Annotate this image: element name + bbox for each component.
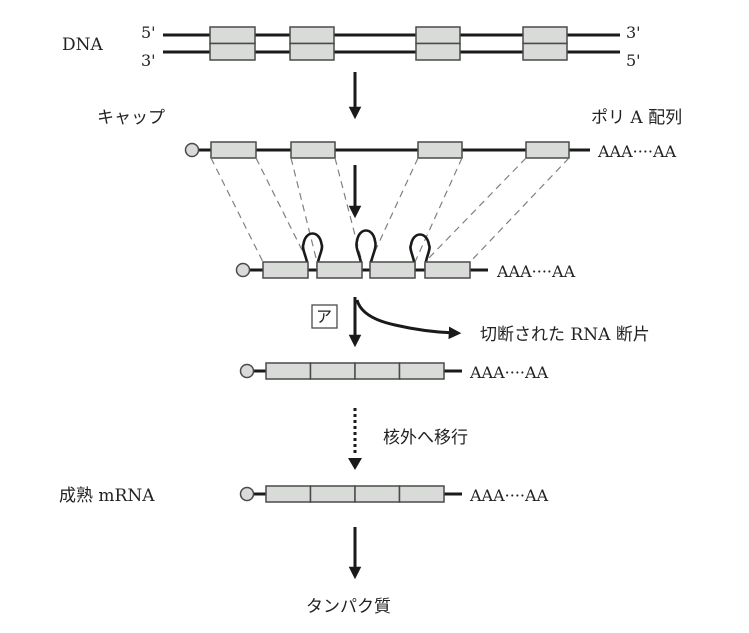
mature-mrna-exons xyxy=(265,485,445,503)
mature-mrna-segment-4 xyxy=(398,485,445,503)
protein-label: タンパク質 xyxy=(306,597,391,617)
spliced-mrna-exons xyxy=(265,362,445,380)
step-a-section: ア 切断された RNA 断片 xyxy=(311,297,650,348)
spliced-mrna-segment-4 xyxy=(398,362,445,380)
mature-mrna-section: 成熟 mRNA AAA····AA xyxy=(59,485,549,506)
dna-bottom-left-end-label: 3' xyxy=(141,51,156,70)
splicing-exon-3 xyxy=(369,261,416,279)
mapping-line-right-1 xyxy=(255,157,309,263)
splicing-exon-1 xyxy=(262,261,309,279)
spliced-mrna-segment-3 xyxy=(354,362,401,380)
intron-loop-1 xyxy=(301,232,324,273)
pre-mrna-exons xyxy=(210,141,570,159)
intron-loops xyxy=(301,229,431,273)
splicing-polya-tail: AAA····AA xyxy=(496,262,576,281)
mature-mrna-label: 成熟 mRNA xyxy=(59,485,155,506)
step-a-label: ア xyxy=(316,307,332,326)
mature-mrna-polya-tail: AAA····AA xyxy=(469,486,549,505)
pre-mrna-exon-3 xyxy=(417,141,463,159)
splicing-cap-icon xyxy=(235,262,251,278)
dna-exon-top-4 xyxy=(522,26,568,45)
dna-bottom-right-end-label: 5' xyxy=(626,51,641,70)
splicing-exon-2 xyxy=(316,261,363,279)
dna-exon-bottom-4 xyxy=(522,42,568,61)
export-label: 核外へ移行 xyxy=(383,428,468,448)
pre-mrna-section: キャップ ポリ A 配列 AAA····AA xyxy=(97,108,682,161)
pre-mrna-polya-tail: AAA····AA xyxy=(597,142,677,161)
pre-mrna-exon-2 xyxy=(290,141,336,159)
exon-mapping-lines xyxy=(210,157,570,263)
mapping-line-left-4 xyxy=(424,157,527,263)
dna-exons xyxy=(209,26,568,61)
dna-label: DNA xyxy=(62,35,104,55)
mapping-line-left-1 xyxy=(210,157,264,263)
mature-mrna-cap-icon xyxy=(239,486,255,502)
dna-top-left-end-label: 5' xyxy=(141,23,156,42)
dna-exon-bottom-2 xyxy=(289,42,335,61)
spliced-mrna-segment-2 xyxy=(309,362,356,380)
mapping-line-left-2 xyxy=(290,157,318,263)
export-arrow-head xyxy=(348,458,362,470)
dna-exon-bottom-1 xyxy=(209,42,256,61)
intron-loop-3 xyxy=(409,233,431,273)
dna-exon-top-2 xyxy=(289,26,335,45)
mapping-line-right-3 xyxy=(414,157,463,263)
dna-top-right-end-label: 3' xyxy=(626,23,641,42)
spliced-mrna-cap-icon xyxy=(239,363,255,379)
pre-mrna-exon-4 xyxy=(525,141,570,159)
mapping-line-right-4 xyxy=(469,157,570,263)
excised-fragment-label: 切断された RNA 断片 xyxy=(480,325,650,345)
spliced-mrna-segment-1 xyxy=(265,362,312,380)
dna-exon-bottom-3 xyxy=(415,42,461,61)
step-a-box xyxy=(311,304,338,329)
dna-section: DNA 5' 3' 3' 5' xyxy=(62,23,641,70)
cap-label: キャップ xyxy=(97,108,165,128)
spliced-mrna-polya-tail: AAA····AA xyxy=(469,363,549,382)
mature-mrna-segment-2 xyxy=(309,485,356,503)
pre-mrna-exon-1 xyxy=(210,141,257,159)
pre-mrna-cap-icon xyxy=(184,142,200,158)
mature-mrna-segment-1 xyxy=(265,485,312,503)
dna-exon-top-3 xyxy=(415,26,461,45)
splicing-exons xyxy=(262,261,471,279)
excised-fragment-arrow xyxy=(355,299,462,340)
mature-mrna-segment-3 xyxy=(354,485,401,503)
polya-label: ポリ A 配列 xyxy=(591,108,682,128)
splicing-exon-4 xyxy=(424,261,471,279)
dna-exon-top-1 xyxy=(209,26,256,45)
splicing-section: AAA····AA xyxy=(235,229,576,281)
spliced-mrna-section: AAA····AA xyxy=(239,362,549,382)
intron-loop-2 xyxy=(355,229,377,273)
